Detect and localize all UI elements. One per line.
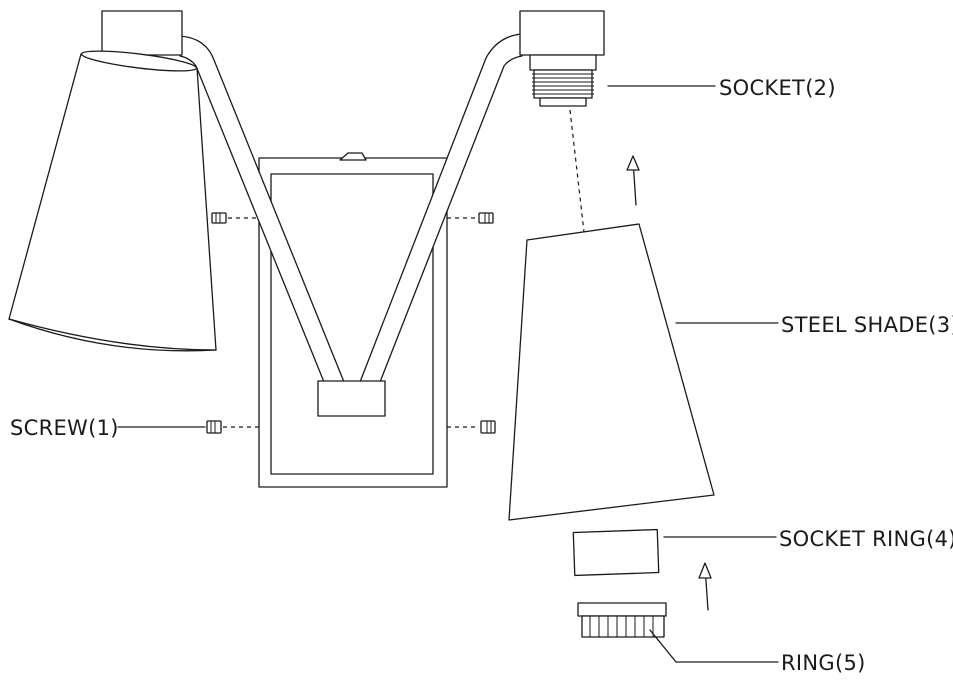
up-arrow-ring <box>698 562 712 611</box>
left-lamp-assembled <box>8 10 217 352</box>
socket-threads <box>532 69 594 99</box>
leader-ring <box>649 629 779 663</box>
backplate-switch <box>339 152 367 161</box>
arm-junction-box <box>317 380 386 417</box>
label-socket-ring: SOCKET RING(4) <box>779 527 953 551</box>
screw-top-left <box>211 212 259 224</box>
socket-part <box>519 10 605 107</box>
socket-ring-part <box>572 528 660 577</box>
label-screw: SCREW(1) <box>10 416 119 440</box>
steel-shade-part <box>508 223 715 521</box>
label-socket: SOCKET(2) <box>719 76 836 100</box>
label-steel-shade: STEEL SHADE(3) <box>781 313 953 337</box>
label-ring: RING(5) <box>781 651 866 675</box>
socket-guide-line <box>569 109 585 233</box>
wall-backplate <box>258 152 448 488</box>
screw-top-right <box>447 212 494 224</box>
screw-bottom-left <box>206 420 259 434</box>
ring-part <box>577 602 667 638</box>
up-arrow-shade <box>626 155 640 206</box>
screw-bottom-right <box>447 420 496 434</box>
